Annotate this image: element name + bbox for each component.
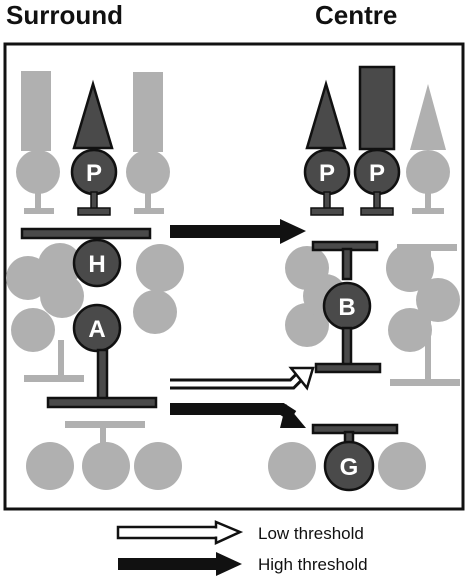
ganglion-inactive [134,442,182,490]
label-horizontal-cell: H [88,251,105,278]
rod-soma-inactive [16,150,60,194]
rod-soma-inactive [126,150,170,194]
label-centre-photoreceptor-2: P [369,160,385,187]
ganglion-inactive [82,442,130,490]
surround-active-cells [20,79,158,409]
rod-inactive [133,72,163,152]
cone-outer-segment [72,79,114,150]
ganglion-inactive [378,442,426,490]
surround-inactive-cells [6,71,184,490]
arrow-high-threshold-amacrine-to-ganglion [170,403,306,428]
heading-surround: Surround [6,0,123,30]
legend-high-threshold-label: High threshold [258,555,368,574]
heading-centre: Centre [315,0,398,30]
legend-high-threshold-arrow [118,552,242,576]
amacrine-cell-terminal [46,396,158,409]
label-bipolar-cell: B [338,294,355,321]
horizontal-cell-dendrite [20,227,152,240]
legend-low-threshold-arrow [116,520,244,545]
ganglion-cell-soma [323,440,375,492]
ganglion-inactive [268,442,316,490]
centre-active-cells [303,65,401,492]
ganglion-inactive [26,442,74,490]
diagram-frame [3,42,465,511]
ganglion-cell-dendrite [311,423,399,435]
horizontal-cell-soma [72,238,122,288]
label-amacrine-cell: A [88,316,105,343]
label-surround-photoreceptor: P [86,160,102,187]
arrow-high-threshold-horizontal-to-photoreceptors [170,219,306,244]
arrow-low-threshold-amacrine-to-bipolar [170,366,315,391]
rod-outer-segment [358,65,396,151]
rod-inactive [21,71,51,151]
bipolar-cell-terminal [314,362,382,374]
cone-inactive [410,84,446,150]
label-centre-photoreceptor-1: P [319,160,335,187]
cone-outer-segment [305,79,347,150]
legend-low-threshold-label: Low threshold [258,524,364,543]
amacrine-cell-axon [96,348,109,402]
label-ganglion-cell: G [340,454,359,481]
legend: Low threshold High threshold [116,520,368,576]
